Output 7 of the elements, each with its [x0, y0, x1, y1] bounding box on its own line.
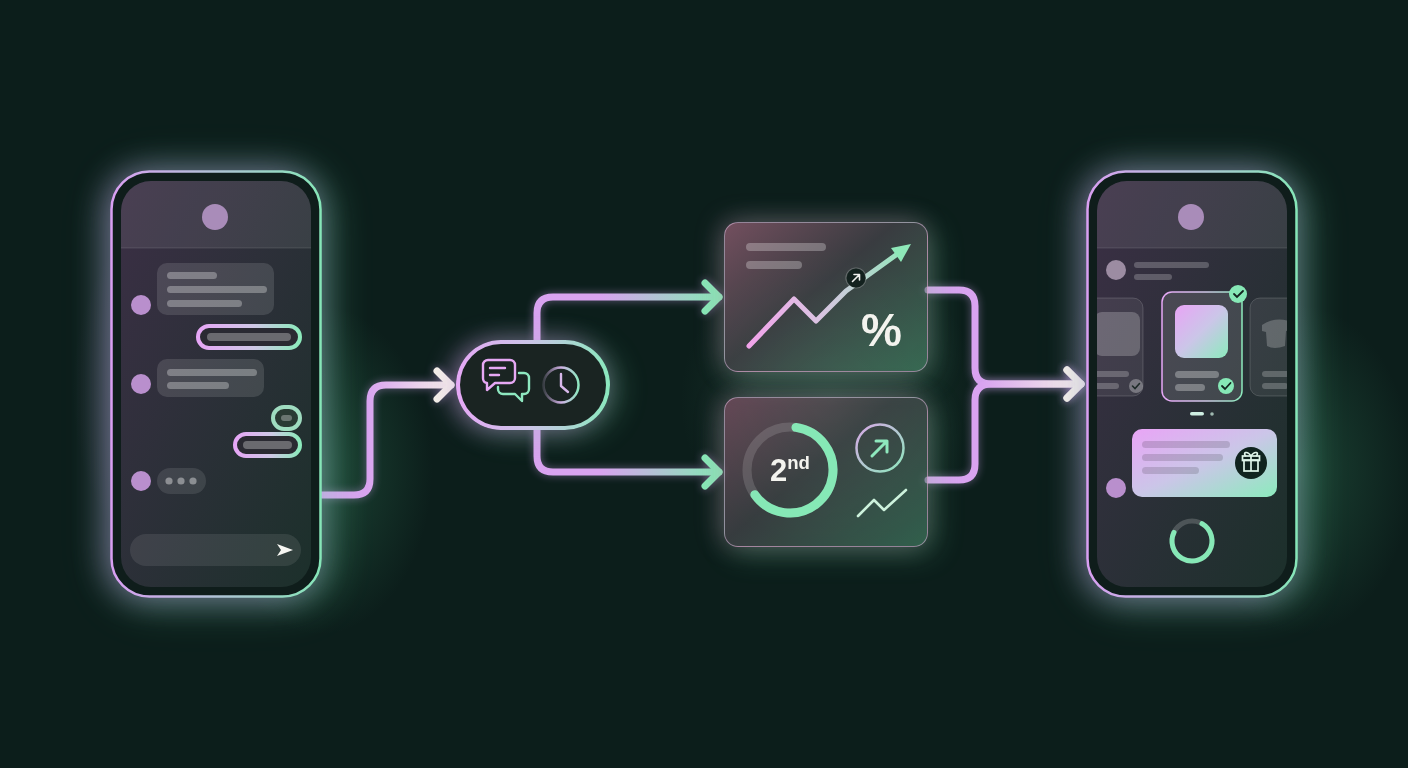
chart-card — [724, 222, 928, 372]
product-phone-illustration — [1086, 170, 1298, 598]
percent-text: % — [861, 307, 902, 353]
rank-text: 2$^{nd}$ — [770, 454, 810, 486]
progress-card — [724, 397, 928, 547]
arrow — [924, 366, 1085, 484]
chat-phone-illustration — [110, 170, 322, 598]
